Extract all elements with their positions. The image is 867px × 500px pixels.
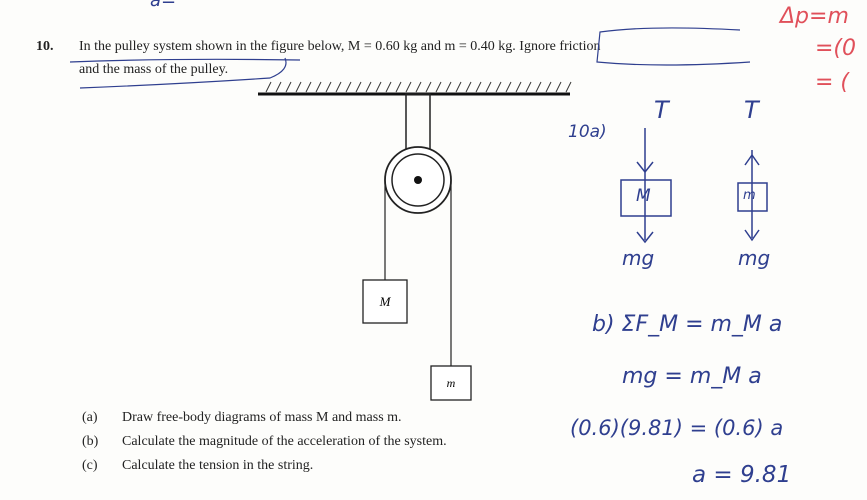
question-line-1: In the pulley system shown in the figure… (79, 39, 601, 54)
pulley-axle (414, 176, 422, 184)
part-c-text: Calculate the tension in the string. (122, 458, 314, 473)
fbd-M-weight: mg (622, 246, 655, 270)
fbd-M-tension: T (654, 96, 669, 124)
handwriting-b-line-4: a = 9.81 (692, 462, 792, 488)
part-b-label: (b) (82, 434, 99, 449)
mass-M-block (362, 279, 408, 324)
part-b-text: Calculate the magnitude of the accelerat… (122, 434, 447, 449)
fbd-M-box-label: M (636, 186, 651, 206)
handwriting-red-1: Δp=m (780, 4, 849, 29)
part-a-label: (a) (82, 410, 98, 425)
question-line-2: and the mass of the pulley. (79, 62, 229, 77)
part-a-text: Draw free-body diagrams of mass M and ma… (122, 410, 402, 425)
handwriting-b-line-3: (0.6)(9.81) = (0.6) a (570, 416, 784, 440)
handwriting-part-a: 10a) (568, 122, 607, 142)
handwriting-b-line-1: b) ΣF_M = m_M a (592, 312, 783, 337)
fbd-m-weight: mg (738, 246, 771, 270)
underline-annotation (69, 58, 301, 63)
pulley-groove (391, 153, 445, 207)
fbd-m-tension: T (744, 96, 759, 124)
ceiling-hatching (265, 81, 572, 93)
handwriting-b-line-2: mg = m_M a (622, 364, 762, 389)
free-body-diagrams (620, 128, 768, 244)
mass-m-block (430, 365, 472, 401)
handwriting-red-3: = ( (815, 70, 850, 95)
part-c-label: (c) (82, 458, 98, 473)
question-number: 10. (36, 39, 54, 54)
mass-M-label: M (379, 294, 392, 309)
box-annotation (596, 27, 751, 66)
handwriting-top-left: a= (150, 0, 177, 11)
circle-annotation (79, 57, 287, 89)
fbd-m-box-label: m (743, 188, 756, 203)
handwriting-red-2: =(0 (815, 36, 857, 61)
mass-m-label: m (447, 376, 456, 390)
